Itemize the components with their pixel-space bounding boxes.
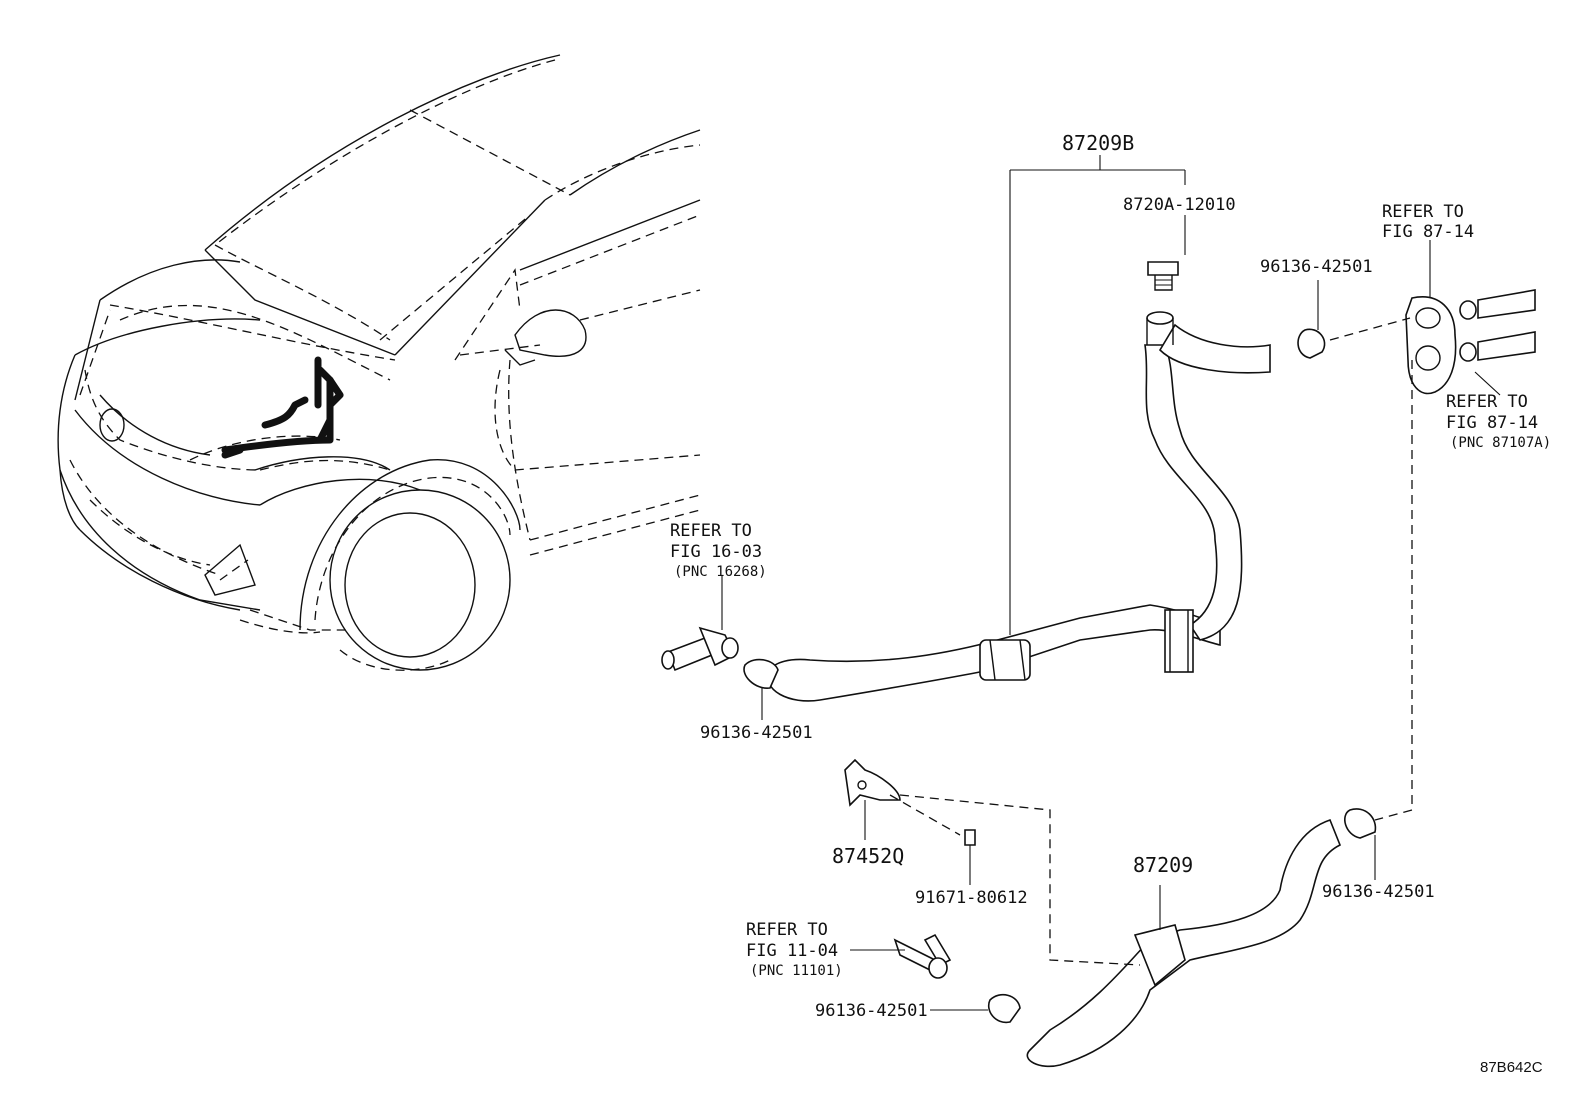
label-clamp-left: 96136-42501 xyxy=(700,723,813,743)
ref-fig-11-04-line2: FIG 11-04 xyxy=(746,941,838,961)
ref-fig-87-14-top-line2: FIG 87-14 xyxy=(1382,222,1474,242)
ref-fig-87-14-right-line1: REFER TO xyxy=(1446,392,1528,412)
hose-assy-upper xyxy=(767,261,1326,702)
grommet-and-pipes xyxy=(1405,289,1536,395)
labels: 87209B 8720A-12010 96136-42501 REFER TO … xyxy=(670,131,1551,1076)
ref-fig-11-04-line1: REFER TO xyxy=(746,920,828,940)
hose-lower xyxy=(893,808,1377,1068)
label-plug: 8720A-12010 xyxy=(1123,195,1236,215)
ref-fig-87-14-right-line2: FIG 87-14 xyxy=(1446,413,1538,433)
car-outline xyxy=(57,54,701,671)
label-clamp-right: 96136-42501 xyxy=(1322,882,1435,902)
ref-fig-16-03-line1: REFER TO xyxy=(670,521,752,541)
figure-id: 87B642C xyxy=(1480,1059,1543,1076)
label-clamp-upper-right: 96136-42501 xyxy=(1260,257,1373,277)
label-87209: 87209 xyxy=(1133,853,1193,877)
label-87209b: 87209B xyxy=(1062,131,1134,155)
ref-fig-16-03-line2: FIG 16-03 xyxy=(670,542,762,562)
label-bolt: 91671-80612 xyxy=(915,888,1028,908)
label-clamp-bottom: 96136-42501 xyxy=(815,1001,928,1021)
ref-fig-16-03-pnc: (PNC 16268) xyxy=(674,564,767,580)
leader-lines xyxy=(721,155,1501,1011)
ref-fig-11-04-pnc: (PNC 11101) xyxy=(750,963,843,979)
ref-fig-87-14-top-line1: REFER TO xyxy=(1382,202,1464,222)
left-pipe-and-clamp xyxy=(661,626,779,689)
ref-fig-87-14-right-pnc: (PNC 87107A) xyxy=(1450,435,1551,451)
label-bracket: 87452Q xyxy=(832,844,904,868)
bracket xyxy=(844,758,976,846)
